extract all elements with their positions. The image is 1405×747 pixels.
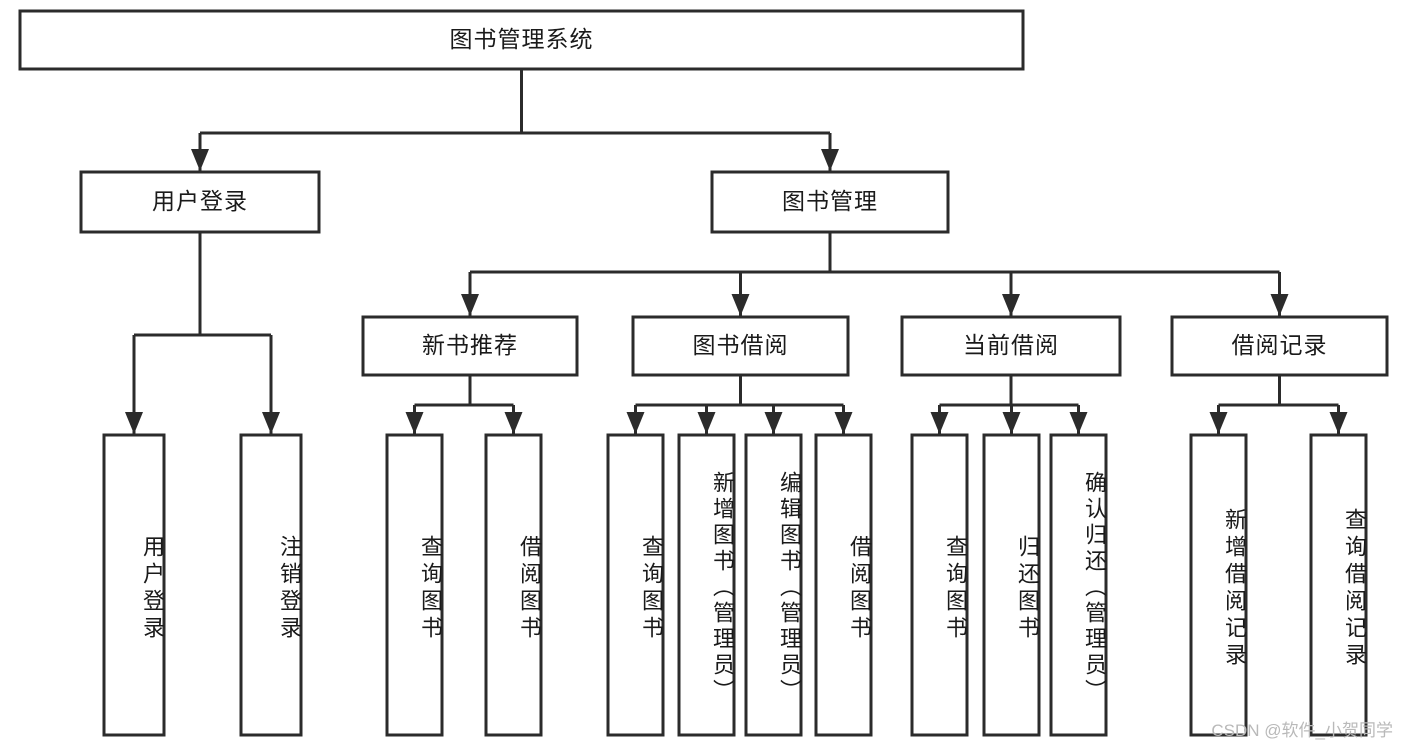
node-box-leaf-add-record	[1189, 433, 1248, 737]
node-box-leaf-user-login	[102, 433, 166, 737]
arrow-head-icon-leaf-query-book-3	[930, 412, 949, 434]
node-box-current-borrow	[900, 315, 1122, 377]
node-box-leaf-query-book-1	[385, 433, 444, 737]
node-box-book-manage	[710, 170, 950, 234]
node-box-leaf-borrow-book-1	[484, 433, 543, 737]
arrow-head-icon-current-borrow	[1002, 294, 1020, 316]
arrow-head-icon-book-manage	[821, 149, 839, 171]
node-box-leaf-logout	[239, 433, 303, 737]
node-box-leaf-return-book	[982, 433, 1041, 737]
node-box-leaf-query-book-3	[910, 433, 969, 737]
arrow-head-icon-leaf-query-book-1	[405, 412, 424, 434]
node-box-book-borrow	[631, 315, 850, 377]
arrow-head-icon-new-book-recommend	[461, 294, 479, 316]
arrow-head-icon-leaf-confirm-return	[1069, 412, 1088, 434]
arrow-head-icon-borrow-record	[1270, 294, 1289, 316]
arrow-head-icon-leaf-logout	[262, 412, 280, 434]
arrow-head-icon-book-borrow	[731, 294, 750, 316]
arrow-head-icon-leaf-query-record	[1329, 412, 1348, 434]
node-box-user-login	[79, 170, 321, 234]
node-box-leaf-edit-book	[744, 433, 803, 737]
node-box-root	[18, 9, 1025, 71]
node-box-leaf-add-book	[677, 433, 736, 737]
arrow-head-icon-leaf-query-book-2	[626, 412, 645, 434]
arrow-head-icon-leaf-add-record	[1209, 412, 1228, 434]
arrow-head-icon-leaf-borrow-book-1	[504, 412, 523, 434]
arrow-head-icon-leaf-add-book	[697, 412, 716, 434]
node-boxes-layer	[18, 9, 1389, 737]
arrow-head-icon-leaf-user-login	[125, 412, 143, 434]
node-box-new-book-recommend	[361, 315, 579, 377]
arrow-head-icon-leaf-edit-book	[764, 412, 783, 434]
node-box-leaf-borrow-book-2	[814, 433, 873, 737]
arrow-head-icon-user-login	[191, 149, 209, 171]
node-box-leaf-query-record	[1309, 433, 1368, 737]
node-box-leaf-confirm-return	[1049, 433, 1108, 737]
node-box-borrow-record	[1170, 315, 1389, 377]
node-box-leaf-query-book-2	[606, 433, 665, 737]
connector-edges-layer	[125, 69, 1348, 434]
arrow-head-icon-leaf-borrow-book-2	[834, 412, 853, 434]
arrow-head-icon-leaf-return-book	[1002, 412, 1021, 434]
watermark-text: CSDN @软件_小贺同学	[1211, 721, 1393, 740]
